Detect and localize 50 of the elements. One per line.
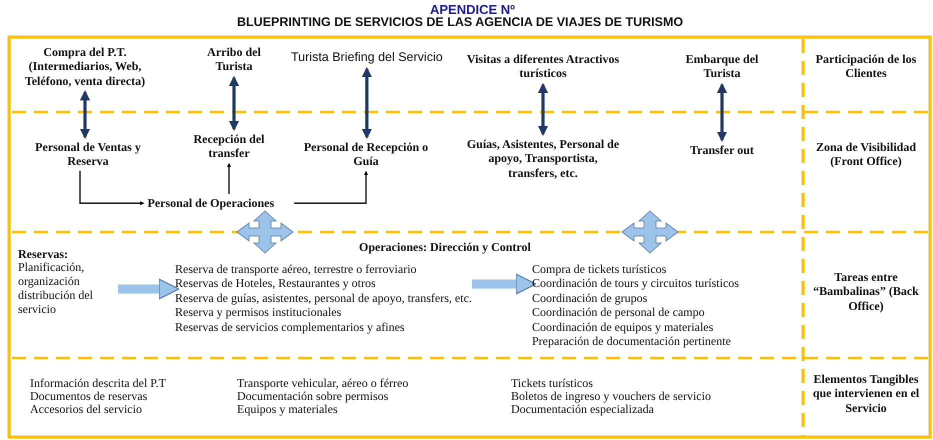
task-item: Coordinación de equipos y materiales bbox=[532, 320, 714, 334]
tangible-item: Documentos de reservas bbox=[30, 389, 148, 404]
tangible-item: Documentación sobre permisos bbox=[237, 389, 388, 404]
customer-action-text: Arribo del Turista bbox=[205, 45, 263, 74]
arrow bbox=[538, 82, 548, 136]
zone-label: Participación de los Clientes bbox=[814, 52, 918, 81]
arrow bbox=[79, 170, 144, 206]
customer-action-text: Compra del P.T. (Intermediarios, Web, Teléfono, venta directa) bbox=[5, 45, 165, 88]
customer-action-text: Turista Briefing del Servicio bbox=[291, 50, 443, 65]
front-office-text: Recepción del transfer bbox=[184, 132, 274, 161]
zone-label: Zona de Visibilidad (Front Office) bbox=[814, 140, 918, 169]
block-arrow bbox=[118, 278, 180, 300]
task-item: Coordinación de personal de campo bbox=[532, 305, 706, 320]
customer-action-text: Embarque del Turista bbox=[672, 52, 772, 81]
front-office-text: Guías, Asistentes, Personal de apoyo, Transportista, transfers, etc. bbox=[463, 137, 623, 180]
tangible-item: Documentación especializada bbox=[511, 402, 654, 416]
task-item: Reserva de guías, asistentes, personal de apoyo, transfers, etc. bbox=[175, 290, 472, 306]
front-office-text: Personal de Ventas y Reserva bbox=[18, 140, 158, 169]
arrow bbox=[226, 162, 232, 194]
tangible-item: Boletos de ingreso y vouchers de servicio bbox=[511, 389, 711, 404]
task-heading: Reservas: bbox=[18, 247, 69, 262]
zone-label: Elementos Tangibles que intervienen en el Servicio bbox=[812, 372, 920, 416]
arrow bbox=[362, 66, 372, 140]
tangible-item: Tickets turísticos bbox=[511, 376, 593, 390]
task-item: Coordinación de grupos bbox=[532, 290, 648, 306]
tangible-item: Accesorios del servicio bbox=[30, 402, 142, 416]
section-heading: Operaciones: Dirección y Control bbox=[359, 240, 531, 254]
arrow bbox=[716, 82, 728, 142]
front-office-text: Personal de Recepción o Guía bbox=[301, 140, 431, 169]
tangible-item: Equipos y materiales bbox=[237, 402, 338, 416]
arrow bbox=[228, 76, 240, 132]
task-item: Reservas de servicios complementarios y afines bbox=[175, 320, 406, 334]
task-item: Planificación, organización distribución del servicio bbox=[18, 261, 94, 317]
task-item: Reserva y permisos institucionales bbox=[175, 305, 342, 320]
customer-action-text: Visitas a diferentes Atractivos turísticos bbox=[458, 52, 628, 81]
appendix-heading: APENDICE Nº bbox=[430, 2, 515, 17]
block-arrow bbox=[472, 274, 536, 294]
front-office-text: Transfer out bbox=[690, 143, 754, 158]
tangible-item: Transporte vehicular, aéreo o férreo bbox=[237, 376, 408, 390]
subheading-text: BLUEPRINTING DE SERVICIOS DE LAS AGENCIA DE VIAJES DE TURISMO bbox=[237, 15, 684, 30]
front-office-text: Personal de Operaciones bbox=[148, 196, 274, 210]
task-item: Preparación de documentación pertinente bbox=[532, 334, 732, 348]
tangible-item: Información descrita del P.T bbox=[30, 376, 166, 390]
arrow bbox=[294, 170, 368, 204]
task-item: Coordinación de tours y circuitos turísticos bbox=[532, 276, 739, 291]
task-item: Reserva de transporte aéreo, terrestre o ferroviario bbox=[175, 262, 418, 276]
zone-label: Tareas entre “Bambalinas” (Back Office) bbox=[812, 270, 920, 314]
arrow bbox=[80, 90, 90, 140]
task-item: Reservas de Hoteles, Restaurantes y otros bbox=[175, 276, 377, 291]
task-item: Compra de tickets turísticos bbox=[532, 262, 668, 276]
